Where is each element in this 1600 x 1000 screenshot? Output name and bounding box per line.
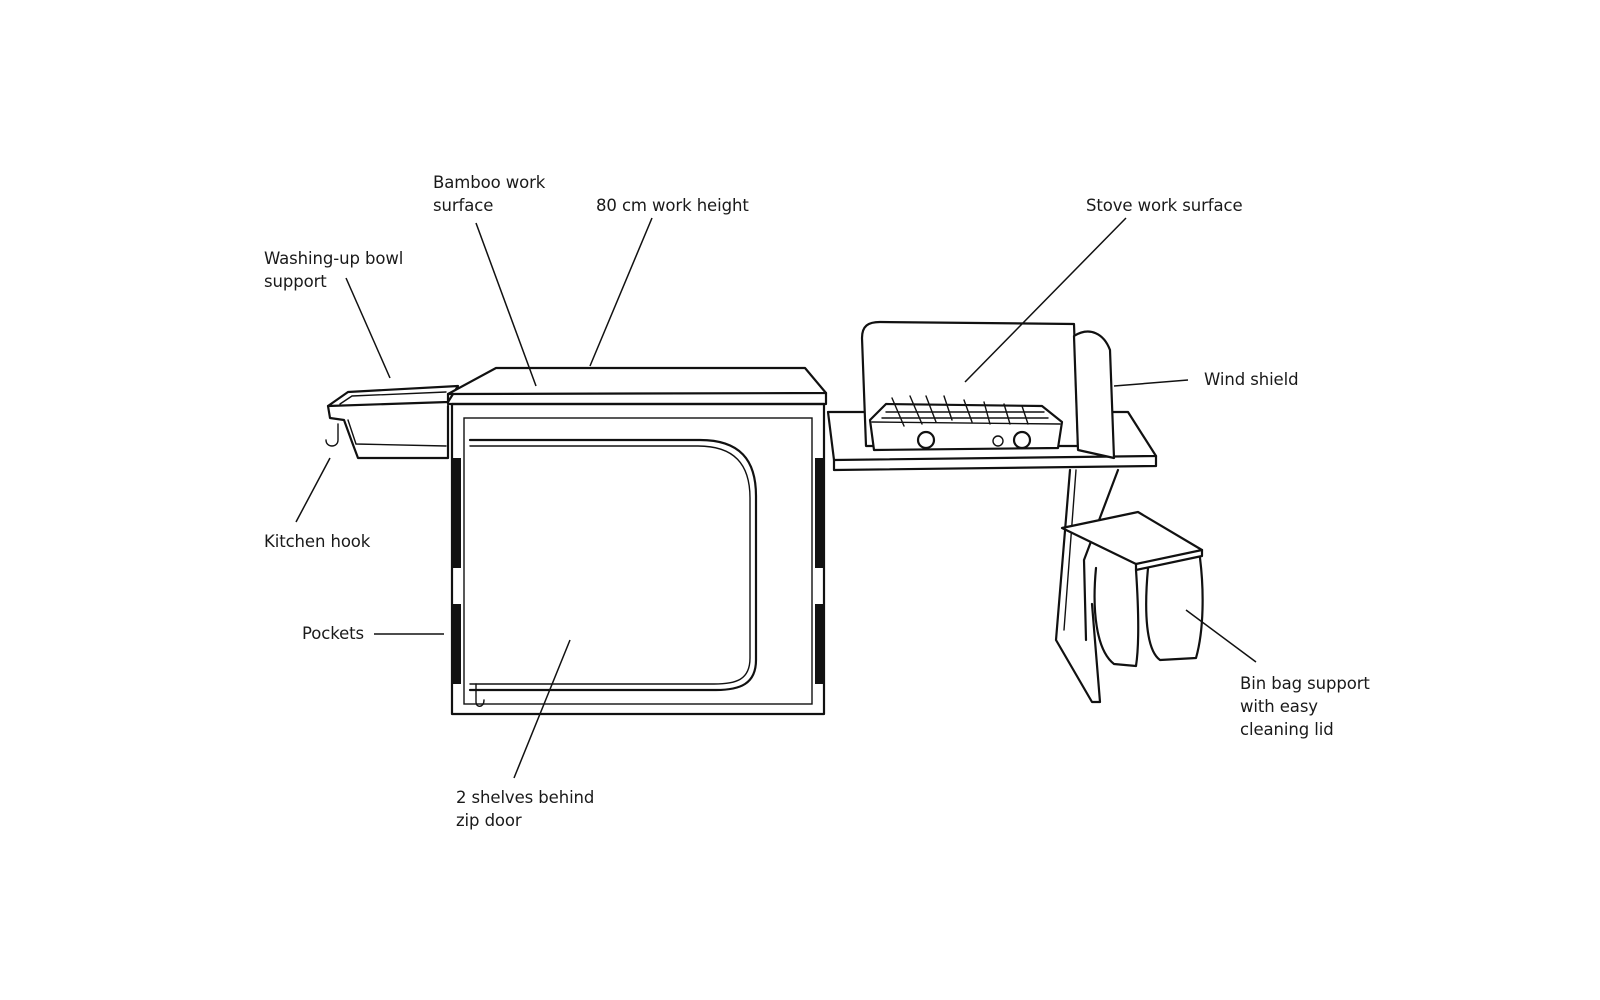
label-pockets: Pockets (302, 622, 364, 645)
label-line: 80 cm work height (596, 196, 749, 215)
leader-kitchen-hook (295, 457, 331, 523)
leader-stove-surface (964, 217, 1127, 383)
label-line: cleaning lid (1240, 720, 1334, 739)
label-stove-work-surface: Stove work surface (1086, 194, 1243, 217)
label-line: with easy (1240, 697, 1318, 716)
label-bin-bag-support: Bin bag support with easy cleaning lid (1240, 672, 1370, 741)
label-washing-up-bowl-support: Washing-up bowl support (264, 247, 403, 293)
label-line: Stove work surface (1086, 196, 1243, 215)
label-wind-shield: Wind shield (1204, 368, 1299, 391)
leader-bin-bag (1185, 609, 1257, 663)
label-line: Washing-up bowl (264, 249, 404, 268)
bin-bag-support (1054, 468, 1204, 704)
label-line: zip door (456, 811, 522, 830)
leader-shelves (513, 639, 571, 779)
label-line: surface (433, 196, 494, 215)
washing-up-bowl (326, 384, 460, 460)
label-bamboo-work-surface: Bamboo work surface (433, 171, 545, 217)
kitchen-hook-icon (325, 423, 339, 447)
leader-work-height (589, 217, 653, 367)
label-line: Kitchen hook (264, 532, 371, 551)
leader-washing-bowl (345, 277, 391, 379)
label-work-height: 80 cm work height (596, 194, 749, 217)
label-line: Bin bag support (1240, 674, 1370, 693)
label-line: Bamboo work (433, 173, 546, 192)
label-line: support (264, 272, 327, 291)
leader-wind-shield (1113, 379, 1189, 387)
main-cabinet (446, 366, 828, 716)
stove (868, 395, 1064, 452)
label-line: Pockets (302, 624, 365, 643)
leader-bamboo (475, 222, 537, 387)
label-line: 2 shelves behind (456, 788, 595, 807)
leader-lines (295, 217, 1257, 779)
label-kitchen-hook: Kitchen hook (264, 530, 370, 553)
label-shelves-zip-door: 2 shelves behind zip door (456, 786, 594, 832)
label-line: Wind shield (1204, 370, 1299, 389)
